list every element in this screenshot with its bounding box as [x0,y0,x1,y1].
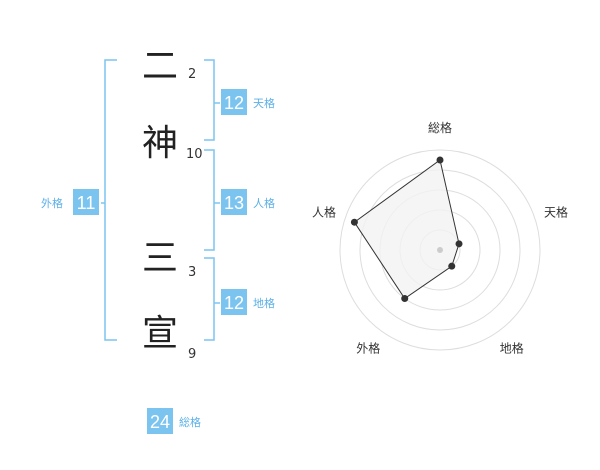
soukaku-badge [147,408,173,434]
radar-ring [339,149,541,351]
stroke-count-3: 3 [188,265,196,280]
radar-series-polygon [353,159,460,300]
stroke-count-2: 10 [186,147,203,162]
gaikaku-value: 11 [77,193,96,213]
soukaku-label: 総格 [179,415,201,429]
radar-point-3 [448,262,456,270]
tenkaku-value: 12 [224,93,244,113]
radar-center-dot [437,247,443,253]
gaikaku-bracket [104,59,117,341]
jinkaku-value: 13 [224,193,244,213]
jinkaku-label: 人格 [253,196,275,210]
radar-axis-label-3: 地格 [500,341,524,356]
tenkaku-label: 天格 [253,96,275,110]
name-char-3: 三 [142,238,178,279]
tenkaku-badge [221,89,247,115]
radar-axis-label-1: 総格 [428,120,452,135]
name-char-4: 宣 [142,313,178,354]
name-char-2: 神 [142,123,178,164]
radar-point-5 [350,218,358,226]
soukaku-value: 24 [150,412,170,432]
stroke-count-4: 9 [188,347,196,362]
chikaku-value: 12 [224,293,244,313]
radar-point-1 [436,156,444,164]
gaikaku-badge [73,189,99,215]
tenkaku-bracket [204,59,215,141]
radar-axis-label-4: 外格 [356,341,380,356]
radar-point-4 [401,295,409,303]
jinkaku-badge [221,189,247,215]
stroke-count-1: 2 [188,67,196,82]
radar-point-2 [455,240,463,248]
gaikaku-label: 外格 [41,196,63,210]
chikaku-badge [221,289,247,315]
radar-axis-label-5: 人格 [312,204,336,219]
chikaku-bracket [204,257,215,341]
chikaku-label: 地格 [253,296,275,310]
radar-axis-label-2: 天格 [544,204,568,219]
jinkaku-bracket [204,149,215,251]
name-char-1: 二 [142,46,178,87]
